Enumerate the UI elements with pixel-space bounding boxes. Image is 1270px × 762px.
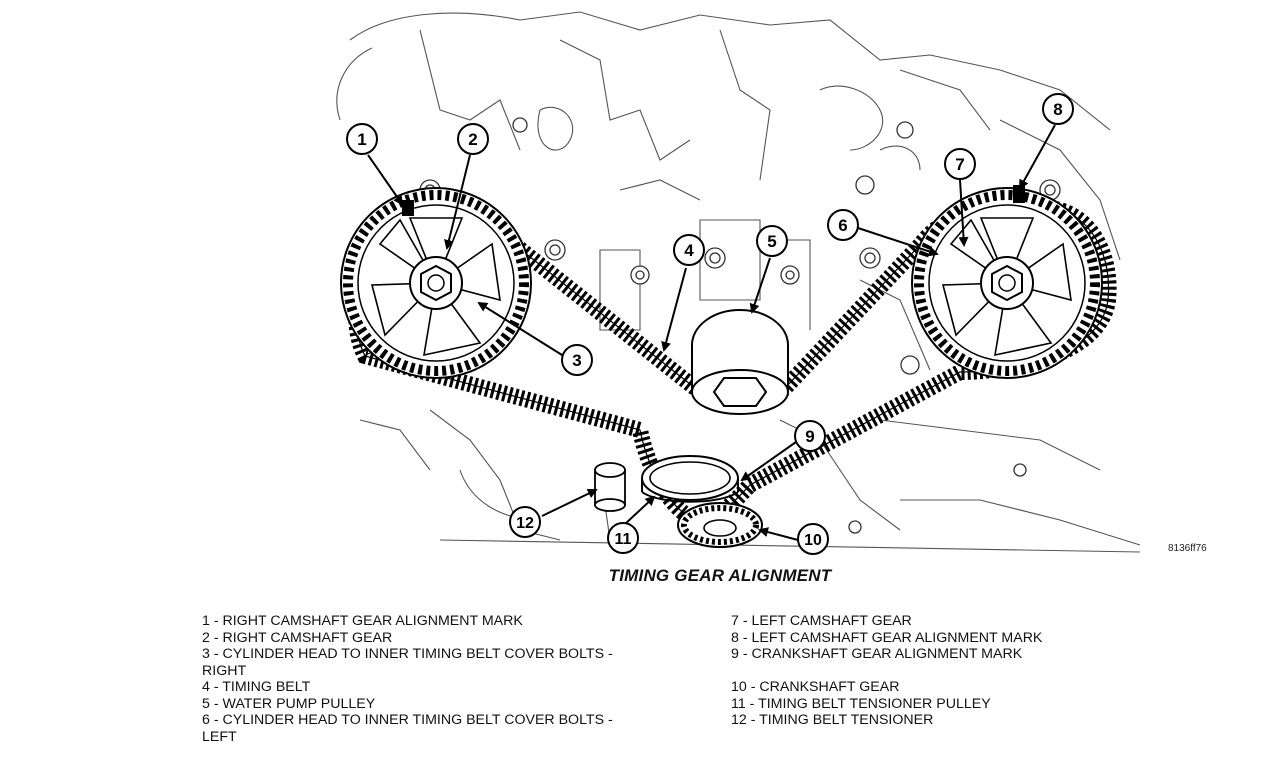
legend-item-3: 3 - CYLINDER HEAD TO INNER TIMING BELT C…: [202, 646, 613, 679]
svg-text:6: 6: [838, 216, 847, 235]
legend-right-column: 7 - LEFT CAMSHAFT GEAR 8 - LEFT CAMSHAFT…: [731, 613, 1191, 729]
svg-text:10: 10: [804, 532, 822, 549]
callout-6: 6: [827, 209, 859, 241]
svg-text:8: 8: [1053, 100, 1062, 119]
figure-id-code: 8136ff76: [1168, 543, 1207, 554]
tensioner-pulley: [641, 455, 739, 503]
callout-5: 5: [756, 225, 788, 257]
figure-title: TIMING GEAR ALIGNMENT: [608, 566, 832, 585]
legend-item-6: 6 - CYLINDER HEAD TO INNER TIMING BELT C…: [202, 712, 613, 745]
svg-text:12: 12: [516, 515, 534, 532]
timing-belt-tensioner: [594, 462, 626, 512]
callout-9: 9: [794, 420, 826, 452]
svg-text:11: 11: [615, 531, 632, 548]
svg-text:3: 3: [572, 351, 581, 370]
svg-text:2: 2: [468, 130, 477, 149]
legend-left-column: 1 - RIGHT CAMSHAFT GEAR ALIGNMENT MARK 2…: [202, 613, 702, 745]
svg-text:7: 7: [955, 155, 964, 174]
legend-item-4: 4 - TIMING BELT: [202, 679, 311, 695]
callout-10: 10: [797, 523, 829, 555]
right-camshaft-gear: [340, 187, 532, 379]
legend-item-2: 2 - RIGHT CAMSHAFT GEAR: [202, 629, 393, 646]
crankshaft-gear: [677, 502, 763, 548]
callout-2: 2: [457, 123, 489, 155]
callout-leaders: [367, 124, 1056, 541]
legend-item-9: 9 - CRANKSHAFT GEAR ALIGNMENT MARK: [731, 646, 1023, 662]
water-pump-pulley: [691, 309, 789, 415]
svg-text:1: 1: [357, 130, 366, 149]
timing-belt-diagram: 1 2 3 4 5 6 7 8 9 10 11 12: [336, 11, 1141, 555]
callout-12: 12: [509, 506, 541, 538]
legend-item-8: 8 - LEFT CAMSHAFT GEAR ALIGNMENT MARK: [731, 629, 1043, 646]
svg-text:9: 9: [805, 427, 814, 446]
legend-item-5: 5 - WATER PUMP PULLEY: [202, 695, 376, 712]
legend-item-12: 12 - TIMING BELT TENSIONER: [731, 712, 934, 728]
callout-8: 8: [1042, 93, 1074, 125]
callout-11: 11: [607, 522, 639, 554]
callout-3: 3: [561, 344, 593, 376]
callout-7: 7: [944, 148, 976, 180]
legend-item-11: 11 - TIMING BELT TENSIONER PULLEY: [731, 695, 991, 712]
right-camshaft-alignment-mark: [402, 200, 414, 216]
legend-item-10: 10 - CRANKSHAFT GEAR: [731, 679, 900, 695]
left-camshaft-alignment-mark: [1013, 185, 1025, 203]
callout-1: 1: [346, 123, 378, 155]
legend-item-1: 1 - RIGHT CAMSHAFT GEAR ALIGNMENT MARK: [202, 613, 523, 629]
svg-text:4: 4: [684, 241, 694, 260]
callout-4: 4: [673, 234, 705, 266]
legend-spacer: [731, 663, 1191, 680]
legend-item-7: 7 - LEFT CAMSHAFT GEAR: [731, 613, 912, 629]
left-camshaft-gear: [911, 187, 1103, 379]
svg-text:5: 5: [767, 232, 776, 251]
